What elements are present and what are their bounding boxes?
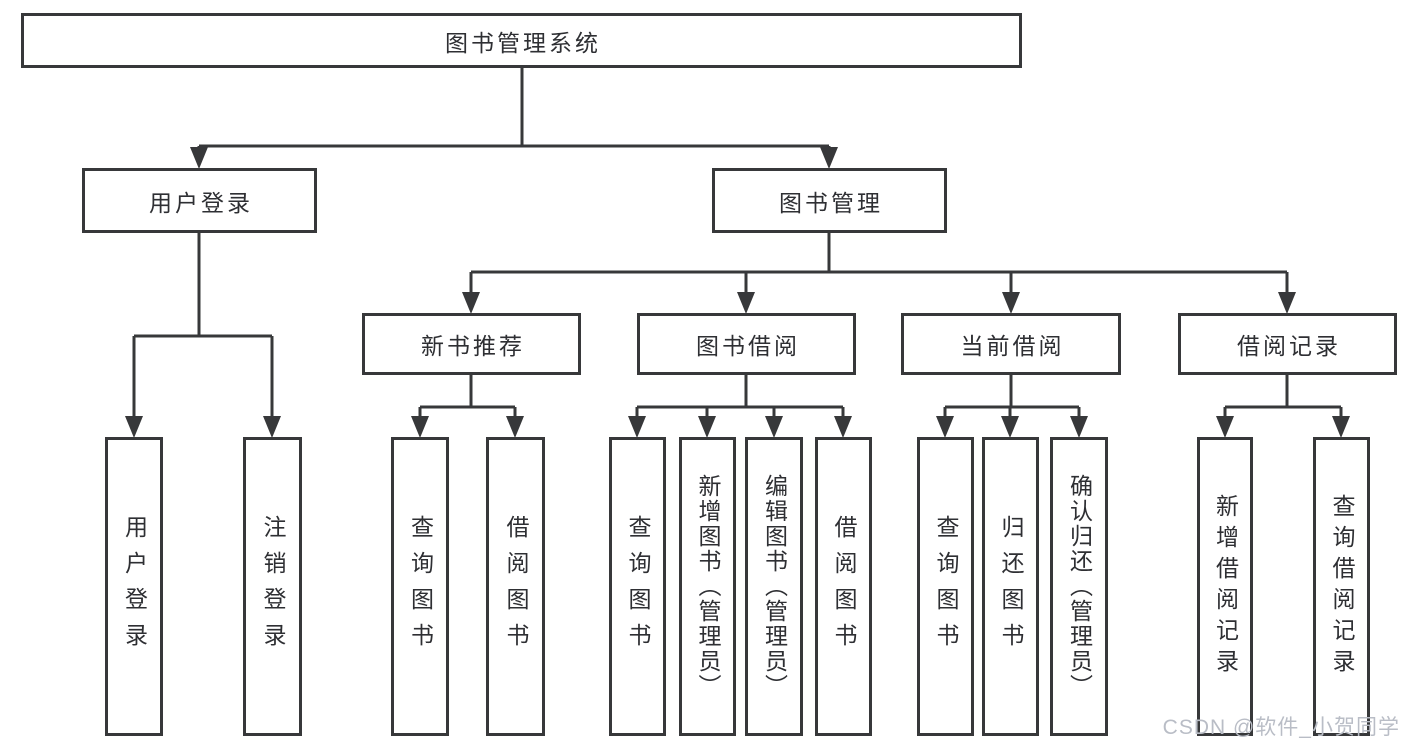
leaf-records-add-record-label: 新增借阅记录 (1212, 493, 1239, 680)
leaf-newbook-query-books-label: 查询图书 (407, 514, 434, 659)
leaf-current-return-books: 归还图书 (982, 437, 1039, 736)
leaf-logout: 注销登录 (243, 437, 302, 736)
leaf-borrowing-add-books-admin-label: 新增图书（管理员） (695, 474, 721, 699)
node-root-label: 图书管理系统 (445, 29, 601, 56)
leaf-newbook-borrow-books-label: 借阅图书 (503, 514, 529, 659)
node-book-borrowing-label: 图书借阅 (696, 333, 800, 359)
node-book-borrowing: 图书借阅 (637, 313, 856, 375)
leaf-borrowing-query-books: 查询图书 (609, 437, 666, 736)
leaf-current-confirm-return-admin: 确认归还（管理员） (1050, 437, 1108, 736)
leaf-user-login: 用户登录 (105, 437, 163, 736)
leaf-borrowing-borrow-books-label: 借阅图书 (831, 514, 857, 659)
node-user-login: 用户登录 (82, 168, 317, 233)
leaf-borrowing-borrow-books: 借阅图书 (815, 437, 872, 736)
node-root-system: 图书管理系统 (21, 13, 1022, 68)
node-new-book-recommendation: 新书推荐 (362, 313, 581, 375)
watermark-text: CSDN @软件_小贺同学 (1162, 716, 1400, 739)
leaf-borrowing-query-books-label: 查询图书 (625, 514, 651, 659)
node-new-book-recommendation-label: 新书推荐 (421, 333, 525, 359)
node-user-login-label: 用户登录 (149, 189, 253, 216)
leaf-current-return-books-label: 归还图书 (998, 514, 1024, 659)
leaf-current-query-books-label: 查询图书 (933, 514, 959, 659)
leaf-borrowing-edit-books-admin-label: 编辑图书（管理员） (761, 474, 788, 699)
leaf-records-query-record: 查询借阅记录 (1313, 437, 1370, 736)
leaf-borrowing-edit-books-admin: 编辑图书（管理员） (745, 437, 803, 736)
leaf-logout-label: 注销登录 (260, 514, 286, 659)
leaf-records-add-record: 新增借阅记录 (1197, 437, 1253, 736)
node-borrowing-records: 借阅记录 (1178, 313, 1397, 375)
leaf-newbook-borrow-books: 借阅图书 (486, 437, 545, 736)
leaf-current-confirm-return-admin-label: 确认归还（管理员） (1066, 474, 1093, 699)
node-current-borrowing: 当前借阅 (901, 313, 1121, 375)
leaf-current-query-books: 查询图书 (917, 437, 974, 736)
node-book-management: 图书管理 (712, 168, 947, 233)
leaf-user-login-label: 用户登录 (121, 514, 148, 659)
node-current-borrowing-label: 当前借阅 (960, 333, 1065, 359)
leaf-records-query-record-label: 查询借阅记录 (1329, 493, 1355, 680)
leaf-borrowing-add-books-admin: 新增图书（管理员） (679, 437, 736, 736)
node-book-management-label: 图书管理 (779, 189, 883, 216)
node-borrowing-records-label: 借阅记录 (1237, 333, 1341, 359)
leaf-newbook-query-books: 查询图书 (391, 437, 449, 736)
